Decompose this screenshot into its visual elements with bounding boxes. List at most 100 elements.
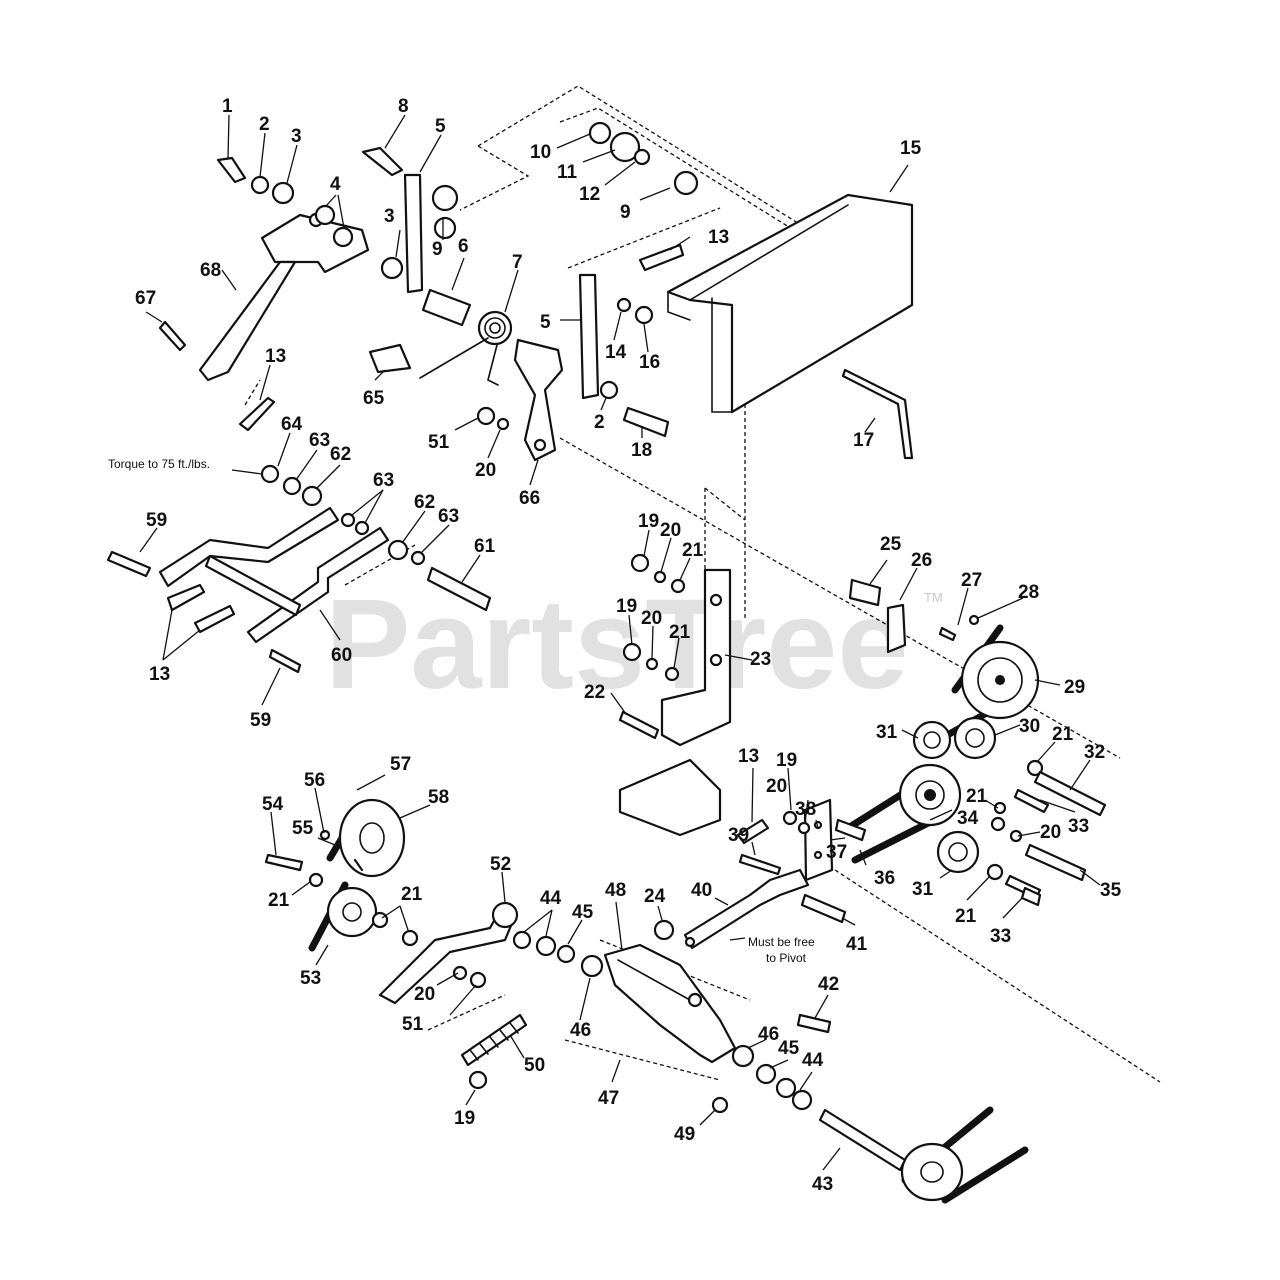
- callout-58: 58: [428, 787, 449, 808]
- callout-21-b: 21: [669, 622, 691, 643]
- callout-2-lower: 2: [594, 412, 605, 433]
- callout-2: 2: [259, 114, 270, 135]
- callout-63-a: 63: [309, 430, 330, 451]
- part-60-frame: [158, 506, 390, 644]
- callout-33-lower: 33: [990, 926, 1011, 947]
- hardware: [106, 121, 1107, 1114]
- callout-16: 16: [639, 352, 660, 373]
- callout-62-a: 62: [330, 444, 351, 465]
- callout-30: 30: [1019, 716, 1040, 737]
- callout-20-b: 20: [641, 608, 662, 629]
- callout-31-lower: 31: [912, 879, 934, 900]
- callout-20-e: 20: [414, 984, 435, 1005]
- pulley-53: [326, 886, 378, 938]
- part-67-pin: [158, 320, 187, 352]
- callout-17: 17: [853, 430, 874, 451]
- callout-59-lower: 59: [250, 710, 271, 731]
- callout-21-a: 21: [682, 540, 704, 561]
- part-5-link-upper: [403, 173, 424, 294]
- callout-57: 57: [390, 754, 411, 775]
- callout-48: 48: [605, 880, 626, 901]
- callout-14: 14: [605, 342, 627, 363]
- pulley-29: [960, 640, 1040, 720]
- callout-68: 68: [200, 260, 221, 281]
- part-66-arm: [513, 338, 564, 462]
- callout-7: 7: [512, 252, 523, 273]
- callout-11: 11: [557, 162, 578, 183]
- callout-33-upper: 33: [1068, 816, 1089, 837]
- watermark-trademark: TM: [924, 590, 943, 605]
- leader-lines: [139, 114, 1101, 1171]
- callout-21-g: 21: [401, 884, 423, 905]
- callout-13-left: 13: [265, 346, 286, 367]
- callout-63-b: 63: [373, 470, 394, 491]
- part-5-link-lower: [578, 273, 600, 400]
- callout-29: 29: [1064, 677, 1085, 698]
- callout-44-right: 44: [802, 1050, 824, 1071]
- part-7-torsion-spring: [419, 310, 513, 386]
- callout-51-lower: 51: [402, 1014, 424, 1035]
- note-torque: Torque to 75 ft./lbs.: [108, 457, 210, 471]
- callout-60: 60: [331, 645, 352, 666]
- callout-21-c: 21: [1052, 724, 1074, 745]
- callout-62-b: 62: [414, 492, 435, 513]
- part-6-spacer: [421, 288, 472, 327]
- callout-19-c: 19: [776, 750, 797, 771]
- callout-21-d: 21: [966, 786, 988, 807]
- callout-31-upper: 31: [876, 722, 898, 743]
- callout-39: 39: [728, 825, 749, 846]
- callout-10: 10: [530, 142, 551, 163]
- callout-20-d: 20: [1040, 822, 1061, 843]
- callout-9-lower: 9: [432, 239, 443, 260]
- pulley-31-lower: [936, 830, 980, 874]
- part-48-housing: [603, 943, 737, 1064]
- callout-21-e: 21: [955, 906, 977, 927]
- part-65-bushing: [368, 343, 412, 374]
- callout-59-upper: 59: [146, 510, 167, 531]
- callout-50: 50: [524, 1055, 545, 1076]
- callout-20-c: 20: [766, 776, 787, 797]
- callout-67: 67: [135, 288, 156, 309]
- callout-64: 64: [281, 414, 303, 435]
- callout-46-right: 46: [758, 1024, 779, 1045]
- pulley-30: [953, 716, 997, 760]
- part-23-bracket: [660, 568, 732, 747]
- callout-9-upper: 9: [620, 202, 631, 223]
- part-43-shaft: [818, 1108, 907, 1172]
- callout-65: 65: [363, 388, 385, 409]
- callout-15: 15: [900, 138, 922, 159]
- callout-20-a: 20: [660, 520, 681, 541]
- callout-18: 18: [631, 440, 652, 461]
- callout-55: 55: [292, 818, 314, 839]
- callout-13-mid: 13: [149, 664, 170, 685]
- pulley-43: [900, 1142, 964, 1202]
- callout-34: 34: [957, 808, 979, 829]
- callout-51-upper: 51: [428, 432, 450, 453]
- callout-56: 56: [304, 770, 325, 791]
- callout-6: 6: [458, 236, 469, 257]
- callout-45-right: 45: [778, 1038, 800, 1059]
- callout-63-c: 63: [438, 506, 459, 527]
- callout-27: 27: [961, 570, 982, 591]
- pulley-31-upper: [912, 720, 952, 760]
- part-52-arm: [378, 901, 519, 1005]
- part-17-l-pin: [841, 368, 914, 460]
- callout-12: 12: [579, 184, 600, 205]
- callout-66: 66: [519, 488, 540, 509]
- callout-3: 3: [291, 126, 302, 147]
- callout-46-left: 46: [570, 1020, 591, 1041]
- callout-19-d: 19: [454, 1108, 475, 1129]
- part-50-spring: [460, 1013, 528, 1067]
- callout-43: 43: [812, 1174, 833, 1195]
- callout-53: 53: [300, 968, 321, 989]
- callout-38: 38: [795, 799, 816, 820]
- callout-28: 28: [1018, 582, 1039, 603]
- callout-45-left: 45: [572, 902, 594, 923]
- callout-35: 35: [1100, 880, 1122, 901]
- callout-22: 22: [584, 682, 605, 703]
- part-40-lever: [683, 868, 810, 950]
- callout-52: 52: [490, 854, 511, 875]
- callout-61: 61: [474, 536, 496, 557]
- callout-44-left: 44: [540, 888, 562, 909]
